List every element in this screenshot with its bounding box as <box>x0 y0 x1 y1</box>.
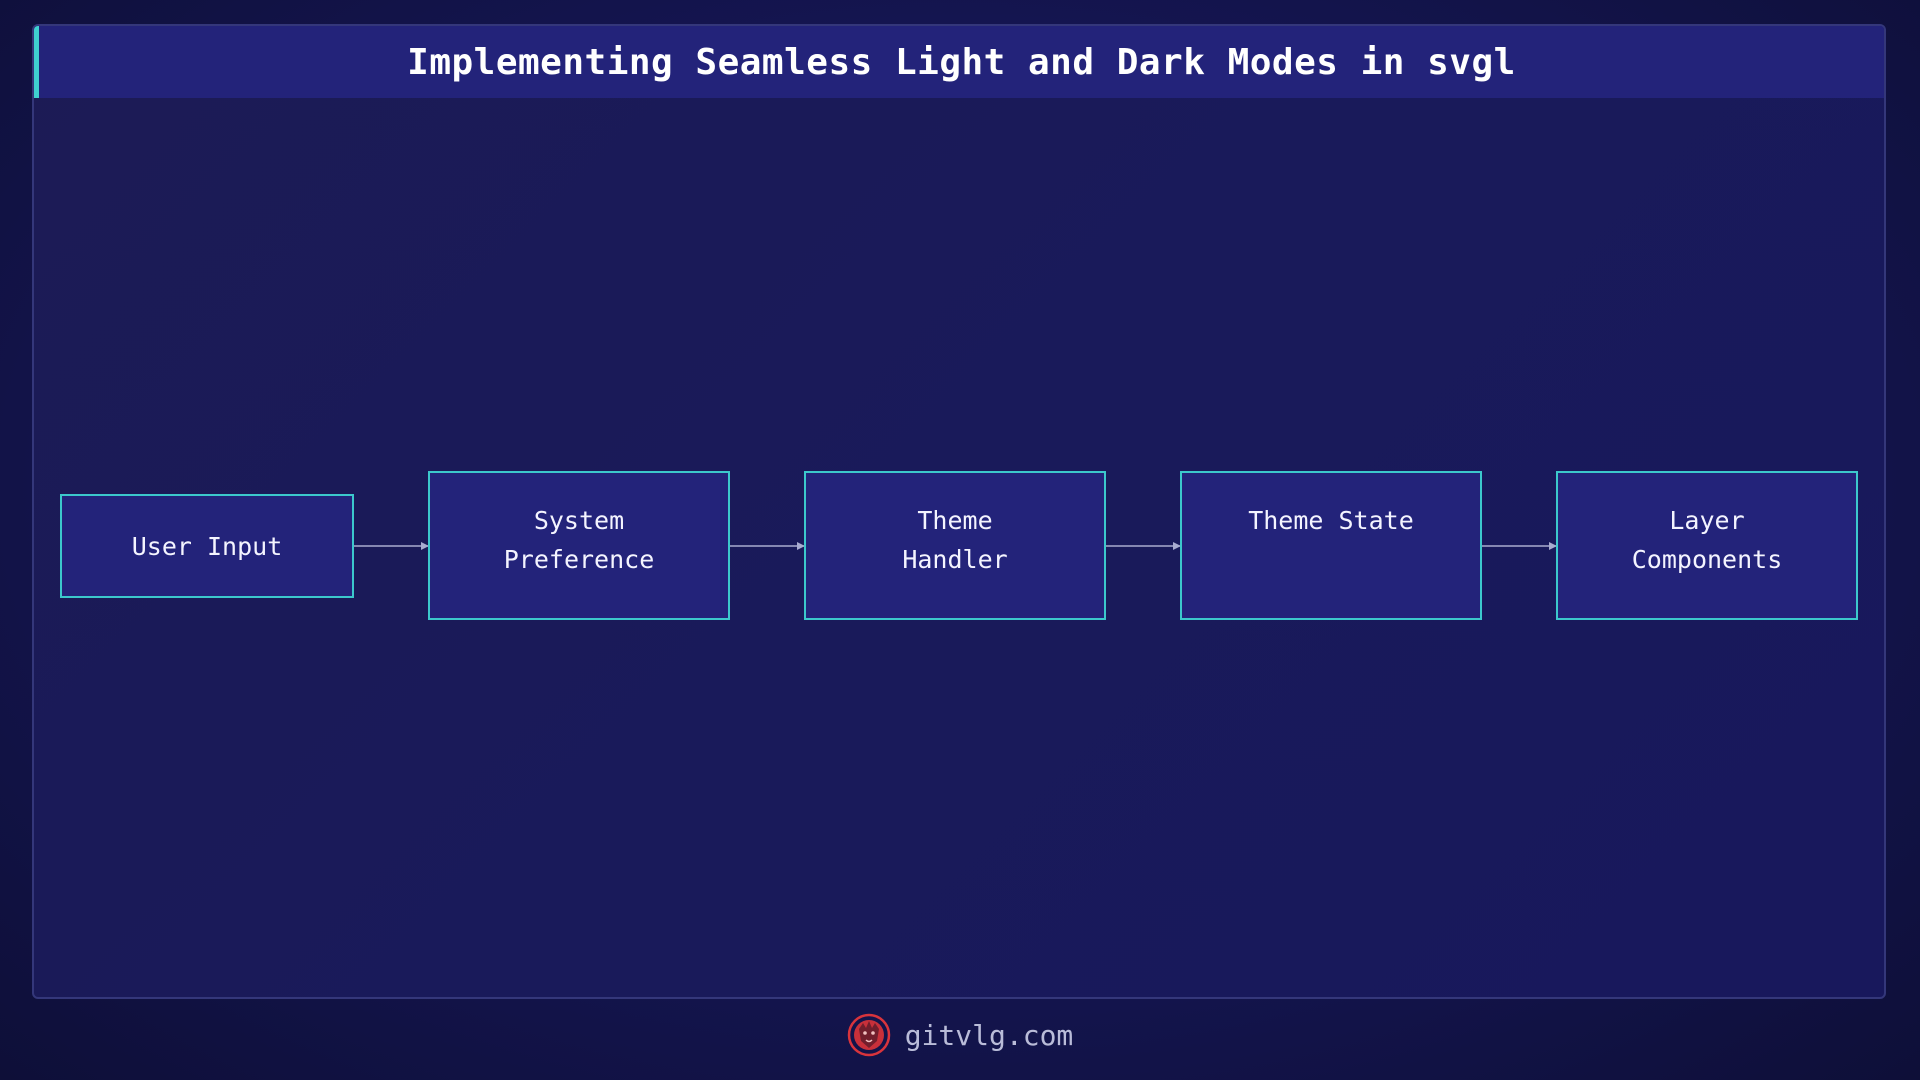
title-bar: Implementing Seamless Light and Dark Mod… <box>34 26 1884 98</box>
footer: gitvlg.com <box>0 1010 1920 1060</box>
footer-site-link[interactable]: gitvlg.com <box>904 1018 1074 1052</box>
node-label: User Input <box>131 531 283 561</box>
lion-logo-icon <box>847 1013 890 1057</box>
node-user-input: User Input <box>60 494 354 598</box>
node-theme-state: Theme State <box>1180 471 1482 620</box>
node-label: Theme Handler <box>902 506 1008 574</box>
node-layer-components: Layer Components <box>1556 471 1858 620</box>
node-label: System Preference <box>503 506 655 574</box>
node-label: Theme State <box>1248 506 1414 535</box>
node-system-preference: System Preference <box>428 471 730 620</box>
page-title: Implementing Seamless Light and Dark Mod… <box>407 41 1516 83</box>
node-label: Layer Components <box>1631 506 1783 574</box>
node-theme-handler: Theme Handler <box>804 471 1106 620</box>
